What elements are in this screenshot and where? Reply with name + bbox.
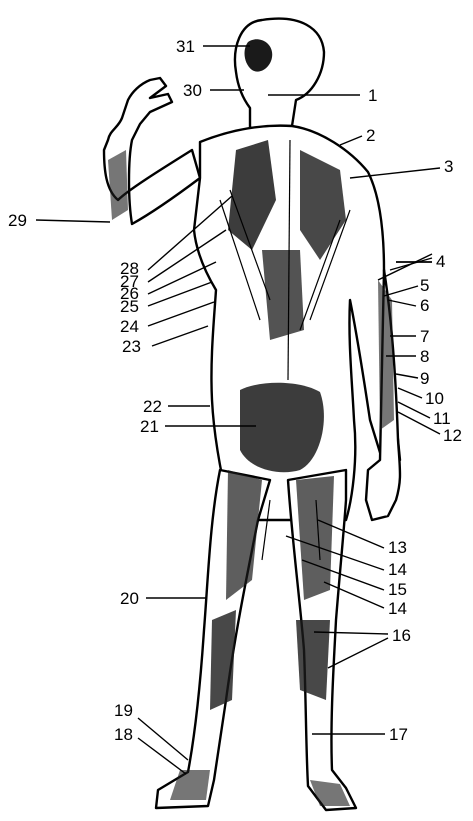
- label-18: 18: [114, 725, 133, 744]
- label-2: 2: [366, 126, 375, 145]
- head: [235, 19, 324, 128]
- label-29: 29: [8, 211, 27, 230]
- label-19: 19: [114, 701, 133, 720]
- label-21: 21: [140, 417, 159, 436]
- label-23: 23: [122, 337, 141, 356]
- label-3: 3: [444, 157, 453, 176]
- label-28: 28: [120, 259, 139, 278]
- label-30: 30: [183, 81, 202, 100]
- label-24: 24: [120, 317, 139, 336]
- label-16: 16: [392, 626, 411, 645]
- label-8: 8: [420, 347, 429, 366]
- label-14a: 14: [388, 560, 407, 579]
- label-4: 4: [436, 252, 445, 271]
- label-20: 20: [120, 589, 139, 608]
- label-17: 17: [389, 725, 408, 744]
- label-6: 6: [420, 296, 429, 315]
- label-9: 9: [420, 369, 429, 388]
- label-22: 22: [143, 397, 162, 416]
- label-10: 10: [425, 389, 444, 408]
- label-7: 7: [420, 327, 429, 346]
- label-1: 1: [368, 86, 377, 105]
- label-31: 31: [176, 37, 195, 56]
- label-15: 15: [388, 580, 407, 599]
- label-5: 5: [420, 276, 429, 295]
- label-14b: 14: [388, 599, 407, 618]
- label-12: 12: [443, 426, 462, 445]
- label-13: 13: [388, 538, 407, 557]
